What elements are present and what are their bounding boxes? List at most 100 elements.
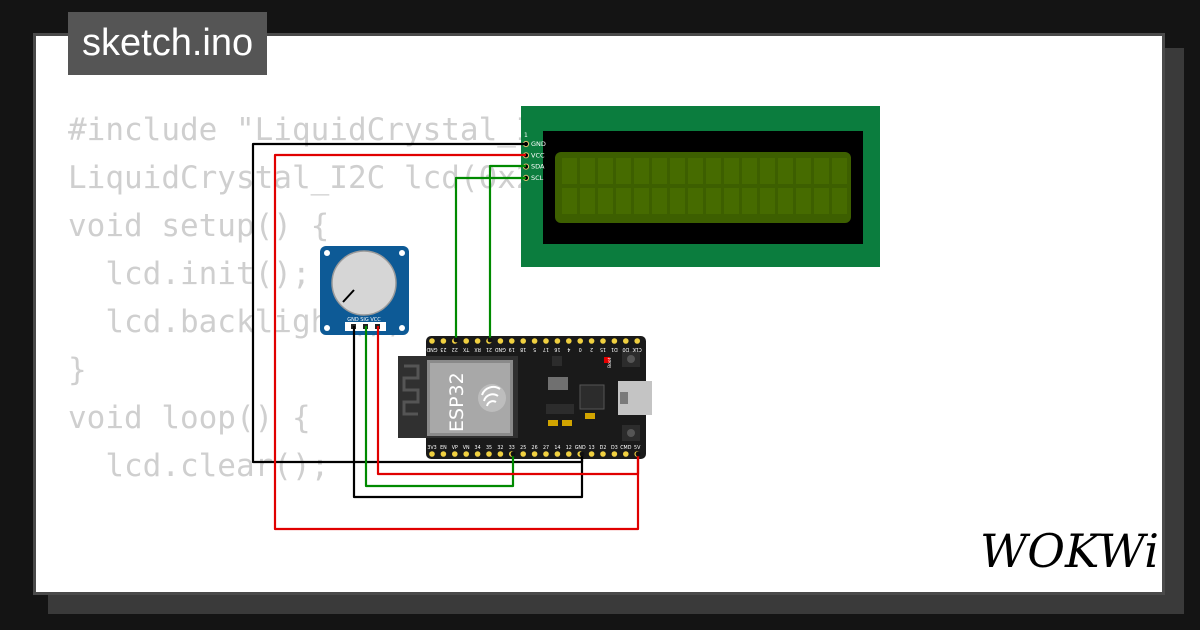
esp32-pin[interactable]: [486, 451, 492, 457]
wire-endpoint: [579, 451, 585, 457]
esp32-pin-label: 23: [440, 346, 446, 352]
esp32-pin-label: 34: [475, 445, 481, 451]
esp32-pin-label: 16: [554, 346, 560, 352]
esp32-pin[interactable]: [520, 338, 526, 344]
esp32-pin[interactable]: [463, 451, 470, 457]
lcd-cell: [688, 158, 703, 184]
esp32-pin[interactable]: [531, 451, 538, 457]
esp32-pin[interactable]: [497, 451, 504, 457]
wire-endpoint: [453, 337, 459, 343]
lcd-cell: [778, 188, 793, 214]
esp32-pin[interactable]: [543, 338, 549, 344]
esp32-pin-label: 0: [579, 346, 582, 352]
power-led: [604, 357, 610, 363]
wire-pot-gnd[interactable]: [352, 326, 584, 499]
esp32-pin[interactable]: [611, 338, 618, 344]
lcd-cell: [688, 188, 703, 214]
wokwi-logo: WOKWi: [980, 524, 1159, 578]
espressif-logo: [478, 384, 506, 412]
lcd-cell: [580, 188, 595, 214]
esp32-pin[interactable]: [520, 451, 526, 457]
boot-label: Boot: [607, 357, 613, 368]
esp32-pin[interactable]: [611, 451, 618, 457]
esp32-pin[interactable]: [588, 451, 595, 457]
lcd-cell: [634, 158, 649, 184]
esp32-pin-label: 14: [554, 445, 560, 451]
esp32-pin-label: 33: [509, 445, 515, 451]
lcd-cell: [796, 188, 811, 214]
lcd-cell: [832, 158, 847, 184]
filename-tab[interactable]: sketch.ino: [68, 12, 268, 75]
wire-lcd-sda[interactable]: [488, 164, 526, 338]
esp32-pin-label: 35: [486, 445, 492, 451]
esp32-pin[interactable]: [543, 451, 549, 457]
esp32-pin[interactable]: [509, 338, 515, 344]
esp32-pin-label: 27: [543, 445, 549, 451]
wire-pot-sig[interactable]: [364, 326, 515, 488]
esp32-pin[interactable]: [634, 338, 640, 344]
esp32-pin[interactable]: [474, 338, 481, 344]
lcd-pin1-marker: 1: [524, 132, 528, 139]
esp32-pin-label: TX: [462, 346, 470, 352]
esp32-pin-label: 17: [543, 346, 549, 352]
esp32-pin[interactable]: [577, 338, 583, 344]
esp32-pin[interactable]: [623, 451, 629, 457]
wire-endpoint: [635, 451, 641, 457]
esp32-pin-label: 13: [589, 445, 595, 451]
wire-pot-vcc[interactable]: [376, 326, 640, 476]
esp32-pin[interactable]: [566, 451, 572, 457]
esp32-pin-label: 5V: [634, 445, 641, 451]
lcd-character-grid: [562, 158, 847, 214]
esp32-pin[interactable]: [600, 451, 606, 457]
esp32-pin[interactable]: [429, 451, 435, 457]
esp32-pin[interactable]: [588, 338, 595, 344]
lcd-cell: [742, 188, 757, 214]
pot-knob[interactable]: [331, 250, 397, 316]
esp32-pin-label: RX: [474, 346, 481, 352]
lcd-cell: [724, 188, 739, 214]
esp32-pin[interactable]: [440, 451, 447, 457]
wire-endpoints: [453, 337, 641, 457]
esp32-pin-label: D1: [611, 346, 618, 352]
usb-uart-chip: [579, 384, 605, 410]
lcd-cell: [796, 158, 811, 184]
code-line: void loop() {: [68, 400, 311, 436]
esp32-pin[interactable]: [531, 338, 538, 344]
esp32-pin[interactable]: [554, 338, 561, 344]
esp32-pin[interactable]: [429, 338, 435, 344]
esp32-pin-label: 15: [600, 346, 606, 352]
esp32-pin-label: D2: [600, 445, 607, 451]
lcd-pin-label: VCC: [531, 151, 545, 159]
wire-endpoint: [487, 337, 493, 343]
lcd-cell: [580, 158, 595, 184]
esp32-pin[interactable]: [623, 338, 629, 344]
lcd-pin-label: SCL: [531, 174, 544, 182]
lcd-cell: [634, 188, 649, 214]
esp32-pin-label: CLK: [632, 346, 642, 352]
wire-lcd-vcc[interactable]: [273, 153, 640, 531]
esp32-pin[interactable]: [497, 338, 504, 344]
lcd-cell: [706, 188, 721, 214]
code-line: }: [68, 352, 87, 388]
lcd-cell: [616, 188, 631, 214]
esp32-pin[interactable]: [600, 338, 606, 344]
esp32-pin[interactable]: [474, 451, 481, 457]
lcd-pin-label: GND: [531, 140, 546, 148]
lcd-cell: [814, 188, 829, 214]
esp32-pin[interactable]: [440, 338, 447, 344]
esp32-chip-label: ESP32: [446, 372, 468, 432]
esp32-pin[interactable]: [554, 451, 561, 457]
pot-pointer: [342, 289, 355, 303]
wire-lcd-scl[interactable]: [454, 176, 526, 338]
esp32-pin-label: 25: [520, 445, 526, 451]
esp32-pin[interactable]: [463, 338, 470, 344]
esp32-pin-label: 18: [520, 346, 526, 352]
lcd-cell: [562, 188, 577, 214]
potentiometer[interactable]: GND SIG VCC: [320, 246, 409, 335]
esp32-pin[interactable]: [452, 451, 458, 457]
lcd-cell: [760, 158, 775, 184]
esp32-pin[interactable]: [566, 338, 572, 344]
